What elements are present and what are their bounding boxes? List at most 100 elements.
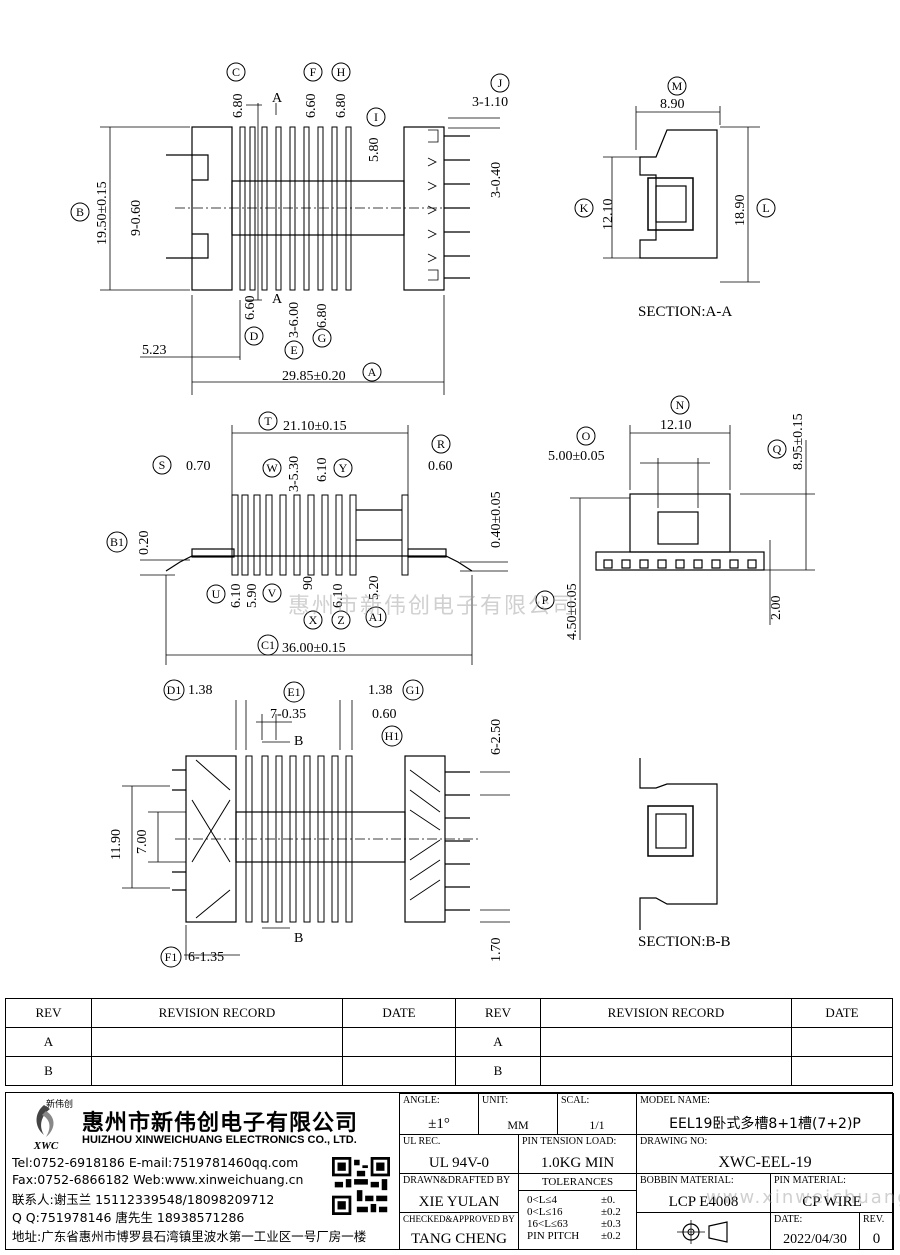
- watermark-mid: 惠州市新伟创电子有限公司: [288, 594, 577, 619]
- pin-value: CP WIRE: [802, 1194, 862, 1210]
- tol-range-2: 0<L≤16: [527, 1206, 563, 1218]
- bubble-x: X: [303, 610, 323, 630]
- bubble-g1: G1: [402, 679, 424, 701]
- revision-header-row: REV REVISION RECORD DATE REV REVISION RE…: [5, 998, 893, 1028]
- dim-g: 6.80: [315, 304, 330, 329]
- bubble-v: V: [262, 583, 282, 603]
- bubble-h: H: [331, 62, 351, 82]
- bottom-view: [122, 700, 510, 960]
- projection-cell: [636, 1212, 771, 1250]
- flanges-top: [239, 126, 352, 291]
- qq-contact: Q Q:751978146 唐先生 18938571286: [12, 1210, 245, 1225]
- bubble-c1: C1: [257, 634, 279, 656]
- dim-c1: 36.00±0.15: [282, 641, 346, 656]
- dim-b-top: B: [294, 734, 303, 749]
- tension-label: PIN TENSION LOAD:: [522, 1136, 617, 1147]
- ul-label: UL REC.: [403, 1136, 441, 1147]
- projection-symbol-icon: [677, 1220, 728, 1244]
- bubble-g: G: [312, 328, 332, 348]
- bubble-f1: F1: [160, 946, 182, 968]
- rev-cell: B: [455, 1056, 541, 1086]
- dim-a-bot: A: [272, 292, 283, 307]
- rev-header: REV: [5, 998, 92, 1028]
- drawing-label: DRAWING NO:: [640, 1136, 708, 1147]
- bubble-e1: E1: [283, 681, 305, 703]
- dimension-texts: 6.80 A 6.60 6.80 3-1.10 5.80 3-0.40 19.5…: [95, 91, 806, 965]
- svg-text:D: D: [250, 329, 259, 343]
- tol-value-4: ±0.2: [601, 1230, 621, 1242]
- svg-text:X: X: [309, 613, 318, 627]
- svg-text:R: R: [437, 437, 445, 451]
- dim-h: 6.80: [334, 94, 349, 119]
- dim-w: 3-5.30: [287, 456, 302, 492]
- bubble-y: Y: [333, 458, 353, 478]
- svg-text:U: U: [212, 587, 221, 601]
- dim-s: 0.70: [186, 459, 211, 474]
- flanges-side: [231, 494, 409, 576]
- svg-text:F: F: [310, 65, 317, 79]
- tol-range-1: 0<L≤4: [527, 1194, 557, 1206]
- svg-text:L: L: [762, 201, 769, 215]
- svg-text:V: V: [268, 586, 277, 600]
- angle-cell: ANGLE: ±1°: [399, 1093, 479, 1135]
- qr-code: [332, 1157, 390, 1215]
- dim-h1: 0.60: [372, 707, 397, 722]
- svg-text:B1: B1: [110, 535, 124, 549]
- dim-b1: 0.20: [137, 531, 152, 556]
- bubble-o: O: [576, 426, 596, 446]
- date-cell: [342, 1056, 456, 1086]
- bubble-i: I: [366, 107, 386, 127]
- dim-m: 8.90: [660, 97, 685, 112]
- dim-z: 6.10: [331, 584, 346, 609]
- date-label: DATE:: [774, 1214, 803, 1225]
- dim-b: 19.50±0.15: [95, 181, 110, 245]
- table-row: B B: [5, 1056, 893, 1086]
- dim-x: 90: [301, 576, 316, 590]
- date-cell: [791, 1056, 893, 1086]
- dim-j: 3-1.10: [472, 95, 508, 110]
- drawing-no-cell: DRAWING NO: XWC-EEL-19: [636, 1134, 894, 1174]
- unit-cell: UNIT: MM: [478, 1093, 558, 1135]
- svg-text:Z: Z: [337, 613, 344, 627]
- drawing-value: XWC-EEL-19: [718, 1154, 812, 1171]
- bubble-j: J: [490, 73, 510, 93]
- bubble-q: Q: [767, 439, 787, 459]
- svg-text:G1: G1: [406, 683, 421, 697]
- bobbin-value: LCP E4008: [668, 1194, 739, 1210]
- dim-k: 12.10: [601, 199, 616, 231]
- rev-cell: A: [455, 1027, 541, 1057]
- rev-value: 0: [872, 1231, 881, 1247]
- top-view: [100, 103, 500, 395]
- ul-cell: UL REC. UL 94V-0: [399, 1134, 519, 1174]
- angle-value: ±1°: [428, 1116, 450, 1132]
- side-view: [140, 425, 508, 665]
- dim-t: 21.10±0.15: [283, 419, 347, 434]
- dim-v: 5.90: [245, 584, 260, 609]
- section-b-b-label: SECTION:B-B: [638, 934, 731, 950]
- bubble-s: S: [152, 455, 172, 475]
- svg-text:A: A: [368, 365, 377, 379]
- unit-label: UNIT:: [482, 1095, 509, 1106]
- dim-y: 6.10: [315, 458, 330, 483]
- dim-a-top: A: [272, 91, 283, 106]
- svg-text:W: W: [266, 461, 278, 475]
- svg-text:O: O: [582, 429, 591, 443]
- dim-c: 6.80: [231, 94, 246, 119]
- svg-text:A1: A1: [369, 610, 384, 624]
- bubble-k: K: [574, 198, 594, 218]
- record-cell: [540, 1027, 792, 1057]
- dim-i: 5.80: [367, 138, 382, 163]
- record-cell: [540, 1056, 792, 1086]
- scale-value: 1/1: [589, 1118, 605, 1132]
- tel-email: Tel:0752-6918186 E-mail:7519781460qq.com: [12, 1155, 299, 1170]
- bobbin-label: BOBBIN MATERIAL:: [640, 1175, 734, 1186]
- dim-p: 4.50±0.05: [565, 583, 580, 640]
- tol-value-2: ±0.2: [601, 1206, 621, 1218]
- svg-text:H1: H1: [385, 729, 400, 743]
- dim-h-right: 0.40±0.05: [489, 491, 504, 548]
- date-header-2: DATE: [791, 998, 893, 1028]
- pins-front: [603, 559, 757, 569]
- title-block: XWC 新伟创 惠州市新伟创电子有限公司 HUIZHOU XINWEICHUAN…: [5, 1092, 900, 1250]
- dim-f1: 6-1.35: [188, 950, 224, 965]
- tol-range-3: 16<L≤63: [527, 1218, 568, 1230]
